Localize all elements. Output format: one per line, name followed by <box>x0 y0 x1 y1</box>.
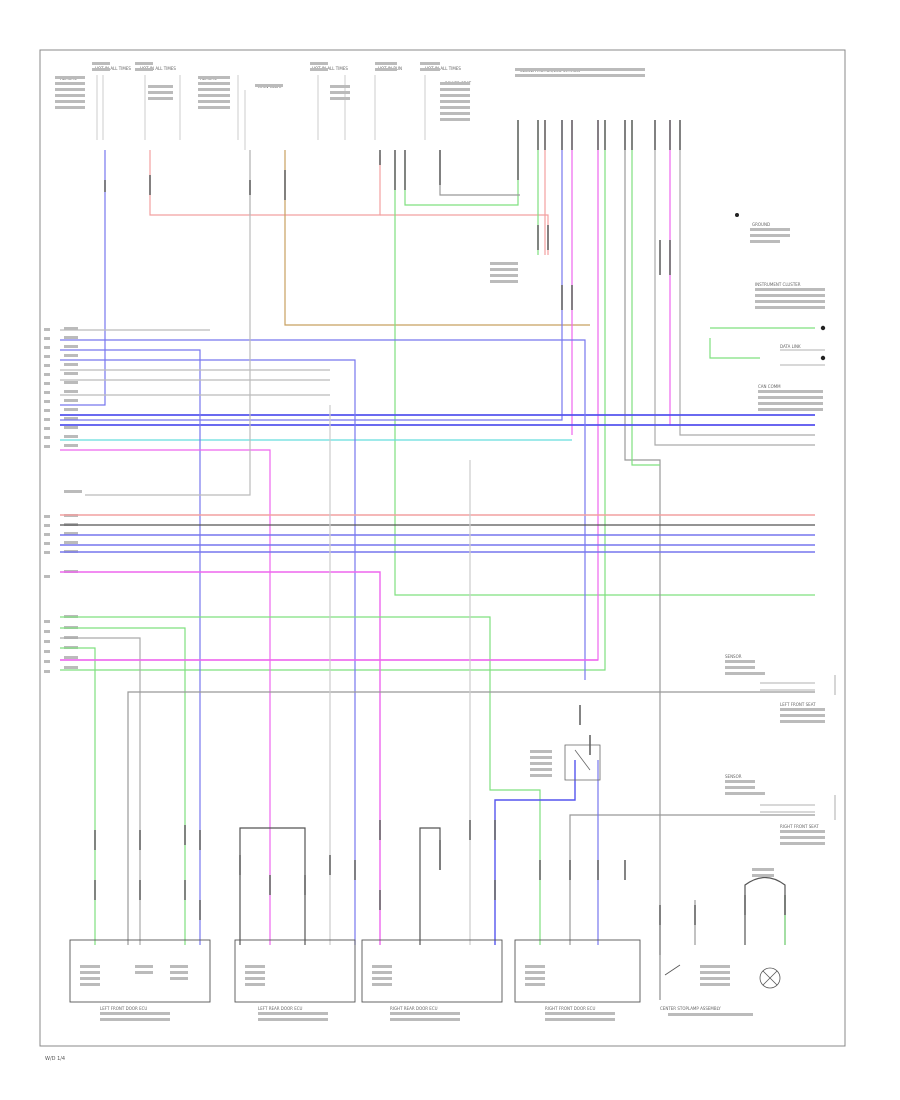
wire-green-low-1 <box>60 616 541 945</box>
component-c6-label: HOT IN ALL TIMES <box>312 66 348 71</box>
wire-blue-low <box>494 760 576 945</box>
right-r8-label: RIGHT FRONT SEAT <box>780 824 819 829</box>
module-left-front-door <box>69 939 211 1003</box>
wire-blue-h2 <box>60 339 586 680</box>
wire-gray-3 <box>439 150 520 196</box>
wire-red-top-2 <box>380 214 549 255</box>
stoplamp-bulb-icon <box>759 967 781 989</box>
wire-blue-3 <box>60 120 563 421</box>
top-component-labels <box>96 75 426 150</box>
wire-gray-ground <box>127 691 815 945</box>
right-brackets <box>760 349 836 820</box>
module-b2-label: LEFT REAR DOOR ECU <box>258 1006 303 1011</box>
module-b1-label: LEFT FRONT DOOR ECU <box>100 1006 147 1011</box>
wire-lr-loop <box>239 827 306 945</box>
right-r1-label: GROUND <box>752 222 770 227</box>
diagram-frame <box>39 49 846 1047</box>
right-component-text: GROUND INSTRUMENT CLUSTER DATA LINK CAN … <box>725 222 819 829</box>
wire-magenta-5 <box>669 120 815 426</box>
module-left-rear-door <box>234 939 356 1003</box>
wire-blue-h3 <box>60 349 201 945</box>
module-b5-label: CENTER STOPLAMP ASSEMBLY <box>660 1006 721 1011</box>
right-r6-label: LEFT FRONT SEAT <box>780 702 816 707</box>
right-r2-label: INSTRUMENT CLUSTER <box>755 282 801 287</box>
right-r4-label: CAN COMM <box>758 384 781 389</box>
module-b4-label: RIGHT FRONT DOOR ECU <box>545 1006 595 1011</box>
bottom-module-text: LEFT FRONT DOOR ECU LEFT REAR DOOR ECU R… <box>100 1006 721 1011</box>
right-r3-label: DATA LINK <box>780 344 801 349</box>
wire-magenta-h8 <box>60 449 271 945</box>
wire-blue-h4 <box>60 359 356 945</box>
left-pin-labels <box>44 327 82 673</box>
wire-red-top <box>149 150 381 216</box>
bottom-modules <box>69 939 641 1003</box>
wire-stoplamp <box>744 876 786 945</box>
module-right-rear-door <box>361 939 503 1003</box>
component-c8-label: HOT IN ALL TIMES <box>425 66 461 71</box>
connector-ticks <box>94 120 786 925</box>
wire-gray-h9 <box>85 150 251 496</box>
wire-green-low-2 <box>60 627 186 945</box>
wire-green-2 <box>404 120 519 206</box>
component-c3-label: HOT IN ALL TIMES <box>95 66 131 71</box>
center-relay <box>564 744 601 781</box>
ground-dot-3 <box>820 355 826 361</box>
wire-green-1 <box>394 160 815 596</box>
wire-green-5 <box>631 120 660 466</box>
ground-dot-2 <box>820 325 826 331</box>
page-code: W/D 1/4 <box>45 1056 65 1062</box>
wire-rr-loop <box>419 827 441 945</box>
wire-gray-ground-2 <box>569 814 815 945</box>
right-ground-symbols <box>735 213 826 361</box>
stoplamp-switch-icon <box>659 925 681 1000</box>
wire-green-right-2 <box>709 338 760 359</box>
wire-orange-relay <box>284 150 590 326</box>
module-right-front-door <box>514 939 641 1003</box>
wire-gray-6 <box>679 120 815 436</box>
component-c2-label: HOT IN ALL TIMES <box>140 66 176 71</box>
right-r5-label: SENSOR <box>725 654 742 659</box>
wire-blue-left <box>60 150 106 406</box>
wire-green-low-4 <box>60 647 96 945</box>
wire-gray-5 <box>654 120 815 446</box>
ground-dot-1 <box>735 213 739 217</box>
module-pin-rows <box>80 868 774 1021</box>
wire-magenta-4 <box>60 120 599 661</box>
label-stubs <box>55 62 825 845</box>
wire-gray-4 <box>624 120 661 955</box>
wire-green-4 <box>60 120 606 671</box>
module-b3-label: RIGHT REAR DOOR ECU <box>390 1006 438 1011</box>
wires <box>60 120 815 955</box>
right-r7-label: SENSOR <box>725 774 742 779</box>
